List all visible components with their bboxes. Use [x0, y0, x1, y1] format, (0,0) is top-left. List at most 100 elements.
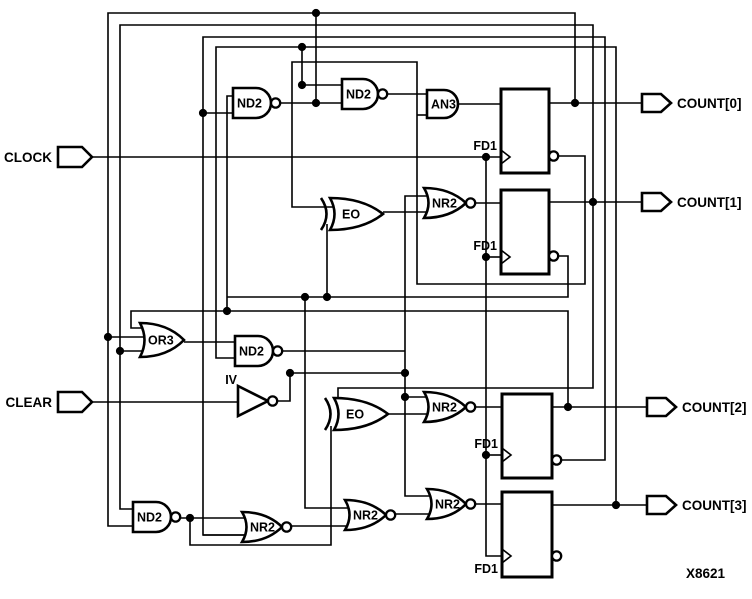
input-port-clear-icon [56, 390, 94, 414]
junction-dot [322, 292, 332, 302]
junction-dot [103, 332, 113, 342]
junction-dot [611, 500, 621, 510]
inverter-bubble-icon [269, 97, 282, 109]
flipflop-ff3-clock-triangle-icon [501, 548, 513, 564]
gate-nr2-b-label: NR2 [432, 401, 457, 415]
junction-dot [115, 346, 125, 356]
junction-dot [481, 450, 491, 460]
flipflop-ff2-clock-triangle-icon [501, 447, 513, 463]
junction-dot [198, 108, 208, 118]
junction-dot [481, 252, 491, 262]
flipflop-ff3-label: FD1 [474, 562, 498, 576]
inverter-bubble-icon [376, 88, 389, 100]
gate-nd2-d-label: ND2 [137, 511, 162, 525]
gate-an3-label: AN3 [431, 98, 456, 112]
gate-nr2-c-label: NR2 [250, 521, 275, 535]
junction-dot [297, 42, 307, 52]
flipflop-ff1-clock-triangle-icon [500, 249, 512, 265]
gate-eo-a-xor-icon [327, 196, 386, 232]
flipflop-ff1-body [499, 188, 551, 276]
gate-nr2-a-label: NR2 [432, 197, 457, 211]
junction-dot [400, 392, 410, 402]
inverter-bubble-icon [266, 395, 279, 407]
wire-qb2-feedback [227, 255, 569, 298]
gate-nr2-a-nor-icon [421, 186, 468, 220]
gate-nd2-b-label: ND2 [346, 88, 371, 102]
gate-eo-a-xor-back-icon [319, 197, 328, 231]
inverter-bubble-icon [464, 498, 477, 510]
gate-nr2-d-label: NR2 [353, 509, 378, 523]
junction-dot [400, 368, 410, 378]
junction-dot [285, 368, 295, 378]
junction-dot [563, 402, 573, 412]
gate-nr2-e-nor-icon [424, 487, 468, 521]
wire-tap-nd2b-in1 [301, 47, 344, 86]
gate-nr2-d-nor-icon [342, 498, 388, 532]
gate-nd2-c-label: ND2 [239, 345, 264, 359]
gate-iv-inverter-icon [236, 383, 271, 419]
junction-dot [588, 197, 598, 207]
wire-iv-out [277, 372, 405, 402]
input-port-clock-label: CLOCK [4, 150, 52, 165]
wire-qb1-feedback [291, 61, 586, 285]
inverter-bubble-icon [550, 550, 563, 562]
gate-nr2-e-label: NR2 [435, 498, 460, 512]
gate-or3-label: OR3 [148, 334, 174, 348]
wire-clear-trunk [404, 195, 431, 497]
junction-dot [311, 8, 321, 18]
inverter-bubble-icon [547, 250, 560, 262]
output-port-count1-label: COUNT[1] [677, 195, 742, 210]
inverter-bubble-icon [464, 197, 477, 209]
figure-id-label: X8621 [686, 566, 726, 581]
input-port-clock-icon [56, 145, 94, 169]
wire-nr2d-in1-riser [304, 297, 349, 509]
gate-an3-and-icon [425, 88, 460, 120]
gate-nr2-c-nor-icon [239, 510, 284, 544]
inverter-bubble-icon [550, 454, 563, 466]
flipflop-ff0-label: FD1 [473, 139, 497, 153]
inverter-bubble-icon [384, 509, 397, 521]
gate-eo-b-xor-back-icon [323, 397, 332, 431]
wire-q4-feedback [215, 46, 617, 505]
flipflop-ff2-label: FD1 [474, 437, 498, 451]
wire-eob-in2-riser [189, 426, 332, 546]
junction-dot [297, 80, 307, 90]
flipflop-ff0-clock-triangle-icon [500, 149, 512, 165]
output-port-count3-icon [645, 494, 678, 516]
junction-dot [481, 152, 491, 162]
gate-eo-b-label: EO [346, 408, 364, 422]
gate-eo-a-label: EO [342, 208, 360, 222]
output-port-count2-label: COUNT[2] [682, 400, 747, 415]
flipflop-ff0-body [499, 87, 551, 175]
wire-q3-long-line [130, 310, 569, 407]
gate-nr2-b-nor-icon [421, 390, 468, 424]
gate-nd2-a-label: ND2 [237, 97, 262, 111]
wire-clock-trunk [485, 157, 502, 557]
inverter-bubble-icon [464, 401, 477, 413]
flipflop-ff1-label: FD1 [473, 239, 497, 253]
junction-dot [222, 306, 232, 316]
output-port-count3-label: COUNT[3] [682, 498, 747, 513]
flipflop-ff3-body [500, 490, 554, 579]
output-port-count2-icon [645, 396, 678, 418]
junction-dot [570, 98, 580, 108]
inverter-bubble-icon [280, 521, 293, 533]
output-port-count0-label: COUNT[0] [677, 96, 742, 111]
wire-q1-feedback [107, 12, 576, 527]
wire-q2-feedback [119, 24, 594, 510]
output-port-count1-icon [640, 191, 673, 213]
inverter-bubble-icon [547, 150, 560, 162]
gate-or3-or-icon [137, 321, 186, 359]
inverter-bubble-icon [271, 345, 284, 357]
wire-nd2a-in1-riser [226, 95, 237, 311]
output-port-count0-icon [640, 92, 673, 114]
gate-iv-label: IV [225, 373, 237, 387]
input-port-clear-label: CLEAR [6, 395, 53, 410]
junction-dot [300, 292, 310, 302]
inverter-bubble-icon [169, 511, 182, 523]
junction-dot [185, 513, 195, 523]
gate-eo-b-xor-icon [331, 396, 391, 432]
flipflop-ff2-body [500, 392, 554, 480]
